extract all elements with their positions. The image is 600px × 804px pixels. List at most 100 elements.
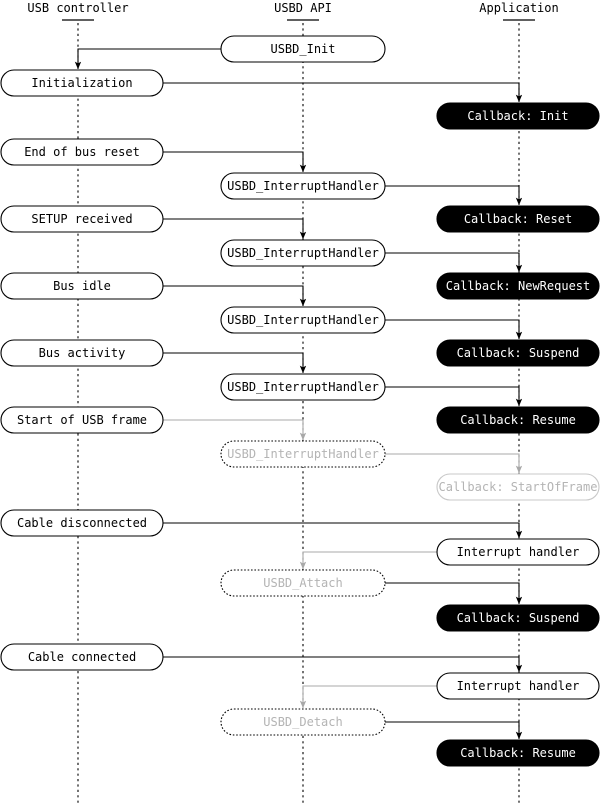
node-n7[interactable]: SETUP received: [0, 205, 164, 233]
node-label: USBD_InterruptHandler: [227, 313, 379, 327]
node-label: Interrupt handler: [457, 545, 580, 559]
node-label: Initialization: [31, 76, 132, 90]
node-n20[interactable]: Interrupt handler: [436, 538, 600, 566]
connection-c2: [163, 82, 523, 103]
node-shape-dotted: [220, 708, 386, 736]
node-n23[interactable]: Cable connected: [0, 643, 164, 671]
node-shape-filled: [436, 272, 600, 300]
node-n14[interactable]: USBD_InterruptHandler: [220, 373, 386, 401]
connection-c1: [74, 48, 221, 70]
node-shape-filled: [436, 604, 600, 632]
node-shape-solid: [220, 239, 386, 267]
node-shape-solid: [436, 538, 600, 566]
node-label: Cable disconnected: [17, 516, 147, 530]
node-label: Callback: Resume: [460, 413, 576, 427]
node-label: USBD_Init: [270, 42, 335, 56]
node-shape-filled: [436, 102, 600, 130]
connection-c16: [163, 656, 523, 673]
node-n19[interactable]: Cable disconnected: [0, 509, 164, 537]
node-label: Callback: Resume: [460, 746, 576, 760]
node-n22[interactable]: Callback: Suspend: [436, 604, 600, 632]
node-shape-solid: [436, 672, 600, 700]
node-shape-filled: [436, 406, 600, 434]
node-shape-solid: [220, 172, 386, 200]
column-header-usb_controller: USB controller: [27, 1, 128, 15]
connection-c12: [385, 453, 523, 474]
node-shape-solid: [0, 509, 164, 537]
node-label: Callback: Suspend: [457, 611, 580, 625]
connection-c6: [385, 252, 523, 273]
node-label: USBD_InterruptHandler: [227, 380, 379, 394]
node-shape-dotted: [220, 440, 386, 468]
node-label: Interrupt handler: [457, 679, 580, 693]
node-label: Bus idle: [53, 279, 111, 293]
node-n25[interactable]: USBD_Detach: [220, 708, 386, 736]
connection-c5: [163, 218, 307, 240]
node-label: Callback: Suspend: [457, 346, 580, 360]
node-label: USBD_InterruptHandler: [227, 179, 379, 193]
connection-c14: [299, 551, 437, 570]
node-shape-solid: [0, 138, 164, 166]
column-header-application: Application: [479, 1, 558, 15]
node-label: SETUP received: [31, 212, 132, 226]
node-label: Cable connected: [28, 650, 136, 664]
node-shape-dotted: [220, 569, 386, 597]
node-n3[interactable]: Callback: Init: [436, 102, 600, 130]
node-label: Callback: NewRequest: [446, 279, 591, 293]
node-n5[interactable]: USBD_InterruptHandler: [220, 172, 386, 200]
node-label: Callback: StartOfFrame: [439, 480, 598, 494]
node-n21[interactable]: USBD_Attach: [220, 569, 386, 597]
connection-c18: [385, 721, 523, 740]
node-n13[interactable]: Bus activity: [0, 339, 164, 367]
node-shape-solid: [220, 35, 386, 63]
node-n18[interactable]: Callback: StartOfFrame: [436, 473, 600, 501]
node-label: Bus activity: [39, 346, 126, 360]
node-shape-solid: [0, 69, 164, 97]
node-shape-solid: [0, 406, 164, 434]
node-n16[interactable]: Start of USB frame: [0, 406, 164, 434]
node-label: Start of USB frame: [17, 413, 147, 427]
connection-c3: [163, 151, 307, 173]
connection-c11: [163, 419, 307, 441]
node-n9[interactable]: Callback: NewRequest: [436, 272, 600, 300]
node-label: Callback: Init: [467, 109, 568, 123]
node-shape-filled: [436, 739, 600, 767]
node-label: USBD_InterruptHandler: [227, 246, 379, 260]
node-n6[interactable]: Callback: Reset: [436, 205, 600, 233]
node-label: USBD_InterruptHandler: [227, 447, 379, 461]
connection-c8: [385, 319, 523, 340]
node-n17[interactable]: USBD_InterruptHandler: [220, 440, 386, 468]
node-n8[interactable]: USBD_InterruptHandler: [220, 239, 386, 267]
column-headers-group: USB controller USBD API Application: [27, 1, 559, 21]
connection-c9: [163, 352, 307, 374]
node-label: End of bus reset: [24, 145, 140, 159]
node-shape-solid: [220, 373, 386, 401]
connection-c10: [385, 386, 523, 407]
node-shape-filled: [436, 205, 600, 233]
node-n10[interactable]: Bus idle: [0, 272, 164, 300]
node-n26[interactable]: Callback: Resume: [436, 739, 600, 767]
node-n1[interactable]: Initialization: [0, 69, 164, 97]
node-shape-solid: [0, 272, 164, 300]
node-label: Callback: Reset: [464, 212, 572, 226]
connections-group: [74, 48, 523, 740]
node-shape-filled: [436, 339, 600, 367]
connection-c4: [385, 185, 523, 206]
node-shape-solid: [220, 306, 386, 334]
node-shape-solid: [0, 643, 164, 671]
connection-c13: [163, 522, 523, 539]
node-label: USBD_Detach: [263, 715, 342, 729]
node-n24[interactable]: Interrupt handler: [436, 672, 600, 700]
connection-c15: [385, 582, 523, 605]
node-n15[interactable]: Callback: Resume: [436, 406, 600, 434]
node-n2[interactable]: USBD_Init: [220, 35, 386, 63]
node-shape-solid: [0, 205, 164, 233]
node-n12[interactable]: Callback: Suspend: [436, 339, 600, 367]
connection-c17: [299, 685, 437, 709]
node-n11[interactable]: USBD_InterruptHandler: [220, 306, 386, 334]
node-n4[interactable]: End of bus reset: [0, 138, 164, 166]
column-header-usbd_api: USBD API: [274, 1, 332, 15]
